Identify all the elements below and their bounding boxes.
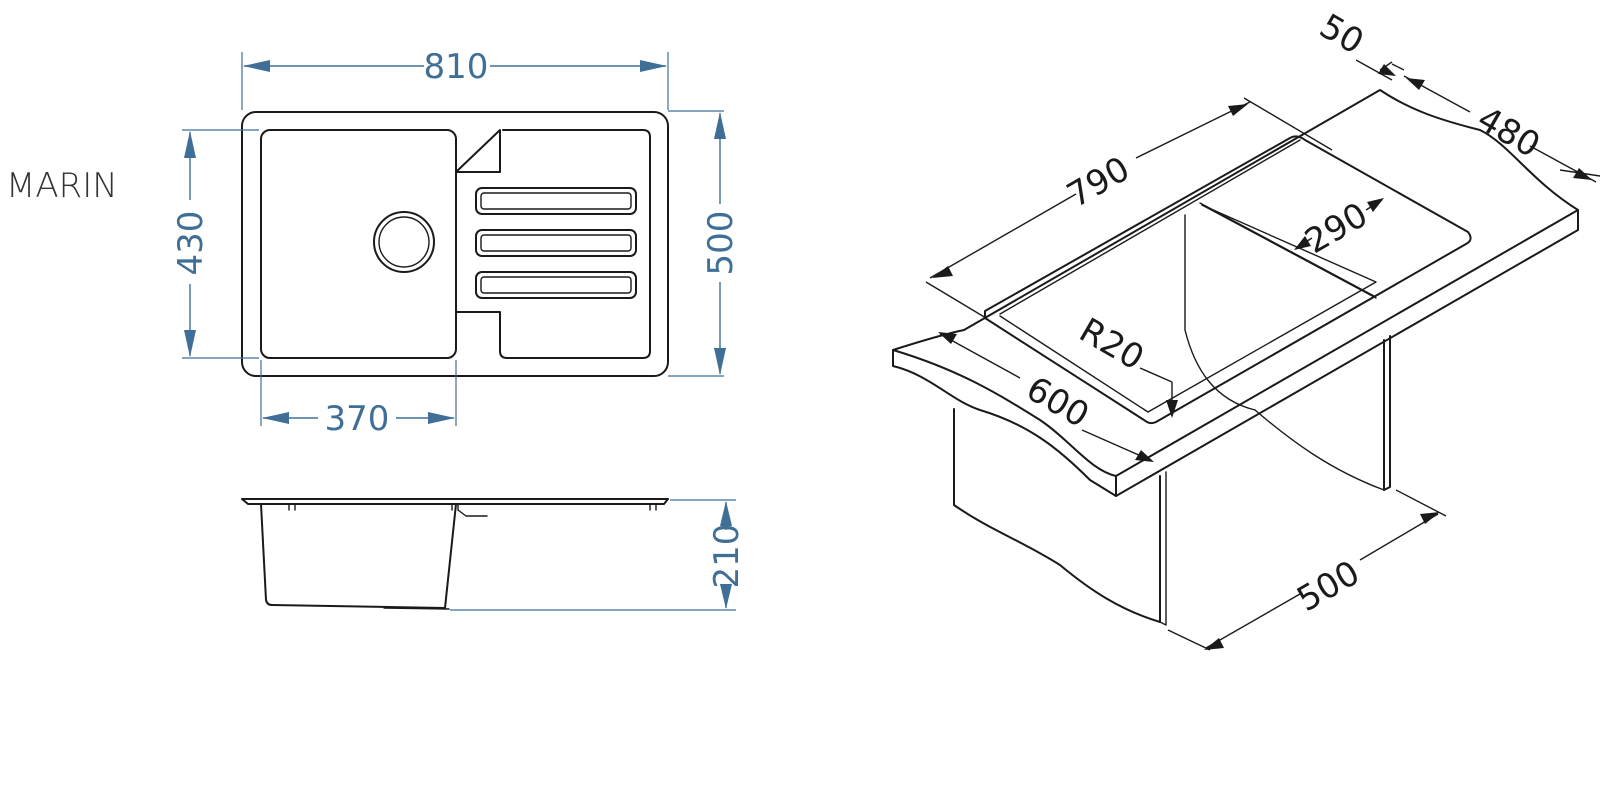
countertop-front-edge (1115, 209, 1579, 497)
drain-inner-icon (378, 216, 430, 268)
dimension-bowl-width: 370 (260, 360, 457, 439)
svg-text:600: 600 (1019, 369, 1095, 436)
cabinet-left-panel (953, 408, 1161, 623)
svg-text:790: 790 (1060, 149, 1136, 216)
dimension-overall-depth: 500 (668, 110, 741, 377)
svg-text:480: 480 (1470, 99, 1546, 166)
dimension-bowl-height: 210 (450, 499, 747, 611)
cabinet-right-panel (1383, 335, 1391, 491)
countertop-left-edge (892, 349, 1117, 497)
svg-text:370: 370 (325, 399, 390, 439)
drainer-outline (455, 129, 651, 359)
svg-text:500: 500 (701, 211, 741, 276)
product-title: MARIN (6, 166, 118, 206)
sink-rim (241, 498, 669, 505)
svg-text:210: 210 (707, 524, 747, 589)
sink-outline (241, 111, 669, 377)
svg-text:810: 810 (424, 47, 489, 87)
isometric-view: 50 480 790 290 (892, 6, 1600, 651)
dimension-length: 790 (925, 97, 1333, 319)
svg-text:50: 50 (1313, 6, 1370, 62)
dimension-cabinet-width: 500 (1167, 489, 1447, 651)
dimension-overall-width: 810 (241, 47, 669, 110)
side-view: 210 (241, 498, 747, 611)
bowl-outline (260, 129, 457, 359)
dimension-cabinet-side: 480 (1403, 75, 1600, 183)
dimension-edge-depth: 50 (1313, 6, 1405, 81)
countertop-top (892, 89, 1579, 477)
svg-text:430: 430 (171, 211, 211, 276)
drain-outer-icon (373, 211, 435, 273)
drainer-ribs (475, 187, 637, 299)
svg-text:500: 500 (1290, 553, 1366, 620)
svg-text:R20: R20 (1073, 310, 1151, 378)
iso-sink-outline (984, 135, 1472, 425)
bowl-profile (260, 503, 457, 609)
top-view: 810 500 430 (171, 47, 741, 439)
dimension-bowl-depth: 430 (171, 129, 259, 359)
